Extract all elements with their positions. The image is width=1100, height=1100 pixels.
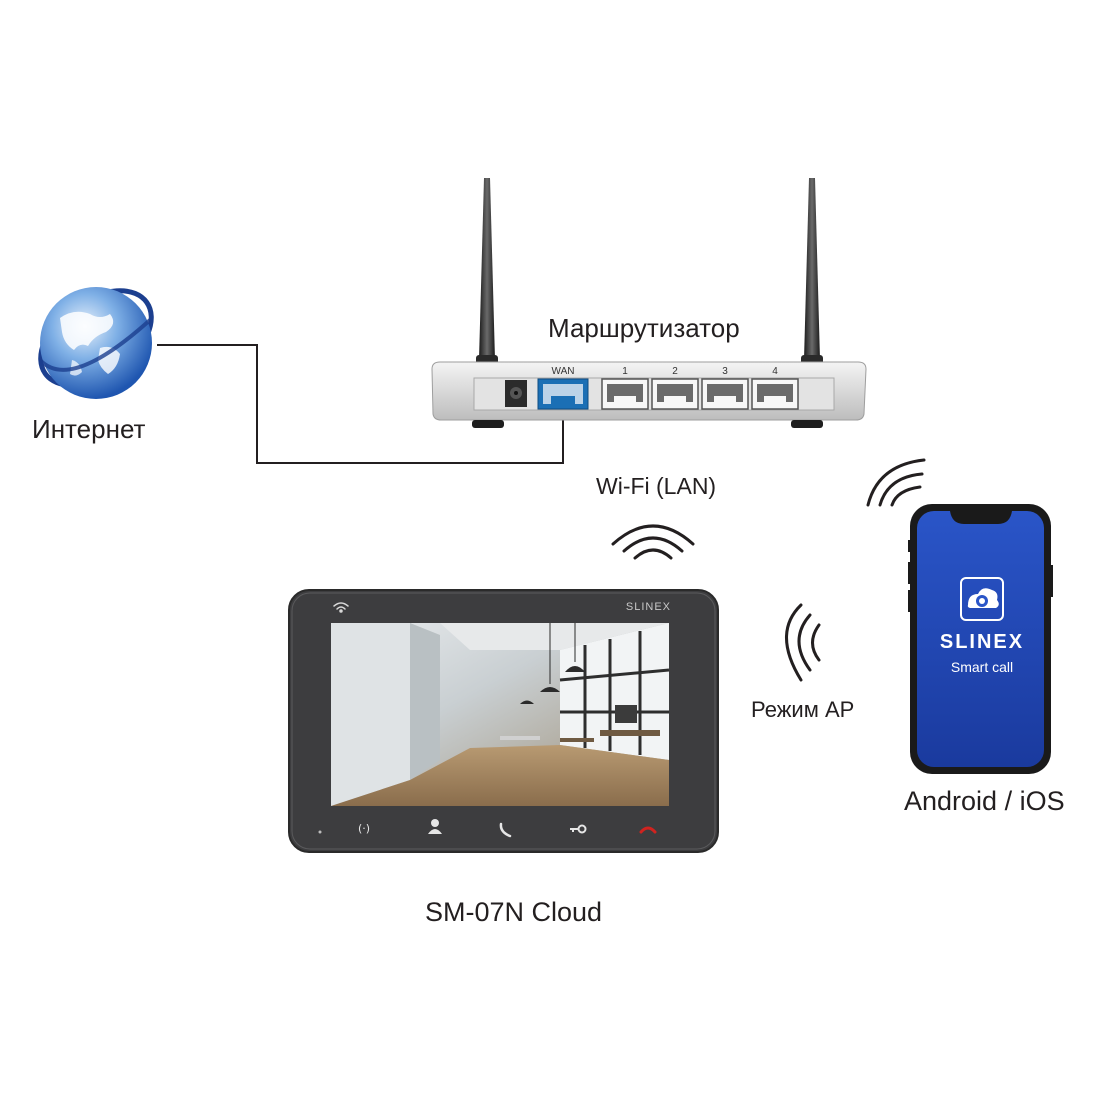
router: WAN 1 2 3 4 bbox=[431, 361, 867, 428]
wifi-lan-label: Wi-Fi (LAN) bbox=[596, 473, 717, 499]
power-jack-icon bbox=[505, 380, 527, 407]
lan-port-2 bbox=[651, 378, 699, 410]
wifi-signal-icon bbox=[611, 524, 695, 560]
handset-answer-icon[interactable] bbox=[499, 822, 512, 838]
mic-indicator bbox=[318, 830, 322, 834]
key-icon[interactable] bbox=[570, 824, 587, 834]
ap-signal-icon bbox=[785, 603, 821, 682]
svg-text:(·): (·) bbox=[358, 822, 370, 835]
person-icon[interactable] bbox=[428, 819, 442, 834]
lan-port-label: 1 bbox=[622, 366, 628, 377]
monitor-model-label: SM-07N Cloud bbox=[425, 897, 603, 927]
ap-mode-label: Режим AP bbox=[751, 697, 855, 722]
lan-port-label: 3 bbox=[722, 366, 728, 377]
wan-port-label: WAN bbox=[552, 366, 575, 377]
lan-port-3 bbox=[701, 378, 749, 410]
smartphone: SLINEX Smart call bbox=[908, 504, 1053, 774]
lan-port-1 bbox=[601, 378, 649, 410]
lan-port-4 bbox=[751, 378, 799, 410]
internet-label: Интернет bbox=[32, 414, 146, 444]
monitor-brand-logo: SLINEX bbox=[626, 601, 671, 613]
lan-port-label: 4 bbox=[772, 366, 778, 377]
globe-icon bbox=[38, 287, 154, 399]
ethernet-cable bbox=[157, 344, 564, 464]
intercom-icon[interactable]: (·) bbox=[358, 822, 370, 835]
app-subtitle: Smart call bbox=[951, 659, 1013, 675]
lan-port-label: 2 bbox=[672, 366, 678, 377]
app-brand-logo: SLINEX bbox=[940, 631, 1024, 653]
wifi-status-icon bbox=[333, 602, 349, 613]
intercom-monitor: SLINEX (·) bbox=[288, 589, 719, 853]
wifi-signal-icon bbox=[866, 458, 926, 507]
router-label: Маршрутизатор bbox=[548, 313, 740, 343]
phone-os-label: Android / iOS bbox=[904, 786, 1065, 816]
app-logo-icon bbox=[960, 577, 1004, 621]
handset-hangup-icon[interactable] bbox=[639, 826, 657, 834]
monitor-screen bbox=[331, 623, 670, 806]
wan-port bbox=[537, 378, 589, 410]
